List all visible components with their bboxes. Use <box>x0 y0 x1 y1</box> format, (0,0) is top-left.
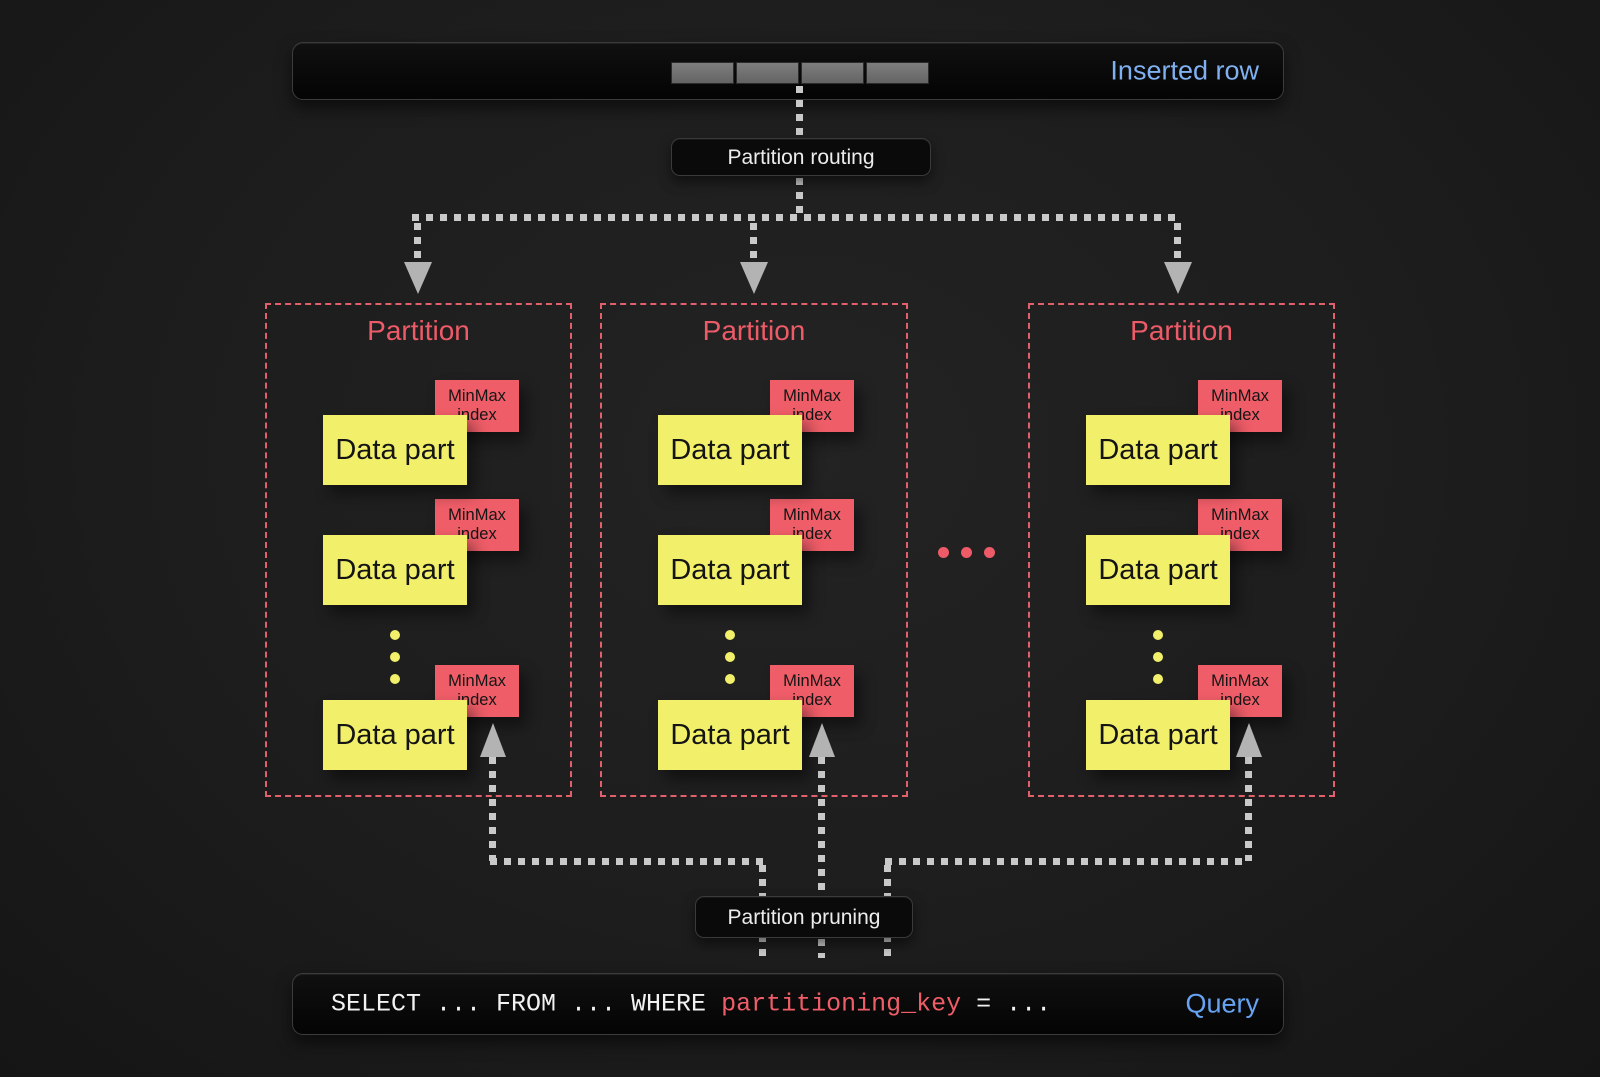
query-label: Query <box>1185 988 1259 1019</box>
row-segment <box>671 62 734 84</box>
more-parts-dot <box>1153 630 1163 640</box>
pruning-line-left-up <box>489 757 496 861</box>
row-segment <box>866 62 929 84</box>
partition-title: Partition <box>367 315 470 346</box>
inserted-row-bar <box>671 62 929 84</box>
partition-title: Partition <box>1130 315 1233 346</box>
more-parts-dot <box>390 674 400 684</box>
arrow-down-icon <box>404 262 432 294</box>
data-part-box: Data part <box>658 535 802 605</box>
pruning-line-left-horizontal <box>490 858 763 865</box>
routing-line-mid <box>796 178 803 216</box>
minmax-index-tag: MinMax index <box>770 380 854 432</box>
partition-routing-label: Partition routing <box>671 138 931 176</box>
arrow-up-icon <box>809 723 835 757</box>
inserted-row-label: Inserted row <box>1110 55 1259 86</box>
routing-drop-center <box>750 223 757 261</box>
routing-line-horizontal <box>412 214 1182 221</box>
more-parts-dot <box>390 630 400 640</box>
arrow-down-icon <box>740 262 768 294</box>
data-part-box: Data part <box>1086 700 1230 770</box>
more-parts-dot <box>1153 652 1163 662</box>
partition-pruning-label: Partition pruning <box>695 896 913 938</box>
row-segment <box>736 62 799 84</box>
more-parts-dot <box>725 630 735 640</box>
more-parts-dot <box>1153 674 1163 684</box>
data-part-box: Data part <box>323 535 467 605</box>
data-part-box: Data part <box>658 700 802 770</box>
partition-box-2: Partition MinMax index Data part MinMax … <box>600 303 908 797</box>
inserted-row-box: Inserted row <box>292 42 1284 100</box>
pruning-line-right-horizontal <box>885 858 1249 865</box>
minmax-index-tag: MinMax index <box>435 499 519 551</box>
more-parts-dot <box>390 652 400 662</box>
data-part-box: Data part <box>658 415 802 485</box>
partition-title: Partition <box>702 315 806 346</box>
row-segment <box>801 62 864 84</box>
arrow-up-icon <box>480 723 506 757</box>
more-parts-dot <box>725 652 735 662</box>
data-part-box: Data part <box>1086 535 1230 605</box>
minmax-index-tag: MinMax index <box>1198 499 1282 551</box>
query-sql: SELECT ... FROM ... WHERE partitioning_k… <box>331 990 1051 1019</box>
more-parts-dot <box>725 674 735 684</box>
partition-box-3: Partition MinMax index Data part MinMax … <box>1028 303 1335 797</box>
data-part-box: Data part <box>1086 415 1230 485</box>
pruning-line-right-up <box>1245 757 1252 861</box>
partitioning-key: partitioning_key <box>721 989 962 1019</box>
routing-line-top <box>796 86 803 136</box>
arrow-up-icon <box>1236 723 1262 757</box>
pruning-line-center <box>818 757 825 958</box>
sql-head: SELECT ... FROM ... WHERE <box>331 989 722 1019</box>
routing-drop-right <box>1174 223 1181 261</box>
arrow-down-icon <box>1164 262 1192 294</box>
routing-drop-left <box>414 223 421 261</box>
data-part-box: Data part <box>323 700 467 770</box>
partition-box-1: Partition MinMax index Data part MinMax … <box>265 303 572 797</box>
data-part-box: Data part <box>323 415 467 485</box>
query-box: SELECT ... FROM ... WHERE partitioning_k… <box>292 973 1284 1035</box>
sql-tail: = ... <box>961 989 1052 1019</box>
